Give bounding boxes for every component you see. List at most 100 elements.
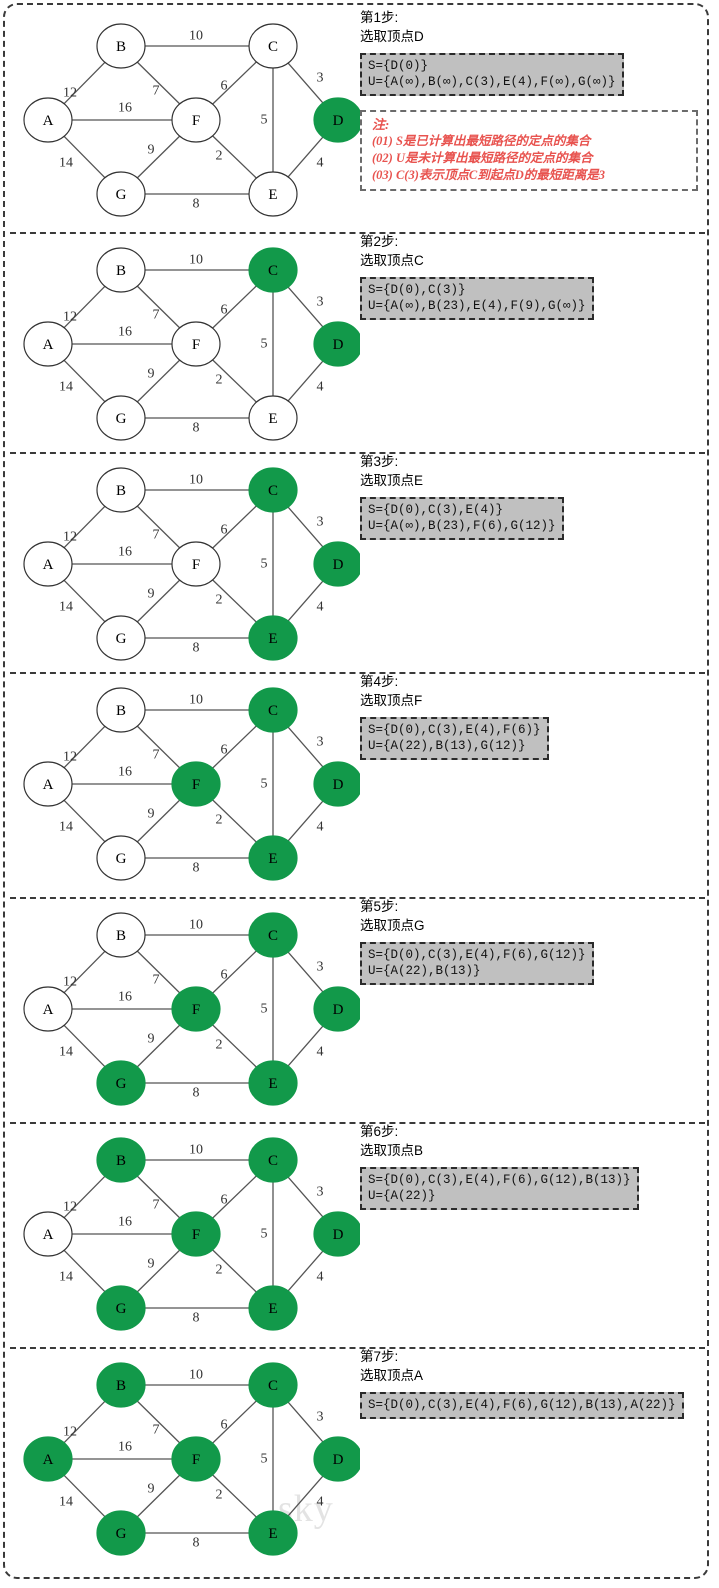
edge-weight-AF: 16 (118, 101, 132, 116)
edge-weight-GE: 8 (193, 1536, 200, 1551)
graph-node-F[interactable]: F (171, 541, 221, 587)
edge-weight-AB: 12 (63, 750, 77, 765)
graph-node-A[interactable]: A (23, 986, 73, 1032)
graph-node-label-B: B (116, 1378, 126, 1394)
graph-node-G[interactable]: G (96, 835, 146, 881)
graph-node-C[interactable]: C (248, 23, 298, 69)
graph-node-B[interactable]: B (96, 687, 146, 733)
edge-FE (212, 1474, 257, 1518)
graph-node-B[interactable]: B (96, 912, 146, 958)
graph-node-F[interactable]: F (171, 97, 221, 143)
graph-node-E[interactable]: E (248, 395, 298, 441)
graph-node-D[interactable]: D (313, 1436, 360, 1482)
graph-node-E[interactable]: E (248, 1510, 298, 1556)
graph-node-A[interactable]: A (23, 97, 73, 143)
graph-node-B[interactable]: B (96, 1362, 146, 1408)
graph-node-A[interactable]: A (23, 1436, 73, 1482)
graph-node-B[interactable]: B (96, 467, 146, 513)
graph-node-G[interactable]: G (96, 171, 146, 217)
set-box: S={D(0)}U={A(∞),B(∞),C(3),E(4),F(∞),G(∞)… (360, 53, 624, 96)
edge-AB (63, 725, 106, 769)
edge-weight-CF: 6 (221, 303, 228, 318)
graph-node-label-C: C (268, 483, 278, 499)
edge-weight-BC: 10 (189, 1368, 203, 1383)
graph-node-label-G: G (116, 1526, 127, 1542)
graph-node-D[interactable]: D (313, 541, 360, 587)
graph-node-D[interactable]: D (313, 321, 360, 367)
edge-FG (136, 359, 181, 403)
step-title: 第5步: (360, 899, 399, 914)
graph-node-E[interactable]: E (248, 1060, 298, 1106)
graph-node-F[interactable]: F (171, 761, 221, 807)
edge-weight-DE: 4 (317, 1045, 324, 1060)
graph-node-G[interactable]: G (96, 615, 146, 661)
graph-node-B[interactable]: B (96, 247, 146, 293)
graph-node-F[interactable]: F (171, 1211, 221, 1257)
step-title: 第6步: (360, 1124, 399, 1139)
graph-node-G[interactable]: G (96, 395, 146, 441)
set-box: S={D(0),C(3)} U={A(∞),B(23),E(4),F(9),G(∞… (360, 277, 594, 320)
graph-node-C[interactable]: C (248, 912, 298, 958)
graph-node-D[interactable]: D (313, 1211, 360, 1257)
graph-node-C[interactable]: C (248, 687, 298, 733)
edge-weight-CF: 6 (221, 968, 228, 983)
graph-node-G[interactable]: G (96, 1285, 146, 1331)
graph-node-C[interactable]: C (248, 247, 298, 293)
edge-weight-AF: 16 (118, 1440, 132, 1455)
graph-node-A[interactable]: A (23, 1211, 73, 1257)
panel-divider (10, 1347, 705, 1349)
graph-node-E[interactable]: E (248, 615, 298, 661)
set-box: S={D(0),C(3),E(4),F(6)}U={A(22),B(13),G(… (360, 717, 549, 760)
edge-weight-CD: 3 (317, 1410, 324, 1425)
graph-node-label-F: F (192, 337, 200, 353)
graph-node-A[interactable]: A (23, 761, 73, 807)
edge-weight-FG: 9 (148, 143, 155, 158)
edge-weight-AF: 16 (118, 765, 132, 780)
graph-node-B[interactable]: B (96, 23, 146, 69)
graph-node-E[interactable]: E (248, 835, 298, 881)
set-line: S={D(0),C(3)} (368, 283, 466, 297)
panel-divider (10, 897, 705, 899)
graph-node-F[interactable]: F (171, 1436, 221, 1482)
graph-node-D[interactable]: D (313, 986, 360, 1032)
graph-node-E[interactable]: E (248, 1285, 298, 1331)
set-line: U={A(22),B(13),G(12)} (368, 739, 526, 753)
edge-CF (212, 1175, 257, 1219)
graph-node-C[interactable]: C (248, 1362, 298, 1408)
set-line: U={A(22),B(13)} (368, 964, 481, 978)
set-line: U={A(∞),B(23),E(4),F(9),G(∞)} (368, 299, 586, 313)
set-box: S={D(0),C(3),E(4),F(6),G(12)}U={A(22),B(… (360, 942, 594, 985)
graph-node-G[interactable]: G (96, 1060, 146, 1106)
graph-node-label-A: A (43, 1002, 54, 1018)
graph-node-A[interactable]: A (23, 321, 73, 367)
graph-node-D[interactable]: D (313, 97, 360, 143)
graph-node-F[interactable]: F (171, 986, 221, 1032)
graph-node-F[interactable]: F (171, 321, 221, 367)
step-title: 第2步: (360, 234, 399, 249)
edge-DE (287, 1250, 324, 1292)
edge-weight-CD: 3 (317, 515, 324, 530)
edge-weight-AG: 14 (59, 1495, 73, 1510)
graph-node-label-G: G (116, 187, 127, 203)
set-line: U={A(∞),B(∞),C(3),E(4),F(∞),G(∞)} (368, 75, 616, 89)
graph-node-label-E: E (268, 631, 277, 647)
graph-node-E[interactable]: E (248, 171, 298, 217)
graph-node-label-F: F (192, 777, 200, 793)
graph-node-A[interactable]: A (23, 541, 73, 587)
graph-node-B[interactable]: B (96, 1137, 146, 1183)
edge-CF (212, 950, 257, 994)
edge-weight-AF: 16 (118, 325, 132, 340)
edge-AB (63, 61, 106, 105)
graph-node-G[interactable]: G (96, 1510, 146, 1556)
graph-node-label-F: F (192, 1002, 200, 1018)
graph-node-D[interactable]: D (313, 761, 360, 807)
edge-weight-FG: 9 (148, 1482, 155, 1497)
graph-node-C[interactable]: C (248, 467, 298, 513)
edge-AG (63, 359, 106, 403)
graph-node-label-G: G (116, 1076, 127, 1092)
graph-node-C[interactable]: C (248, 1137, 298, 1183)
